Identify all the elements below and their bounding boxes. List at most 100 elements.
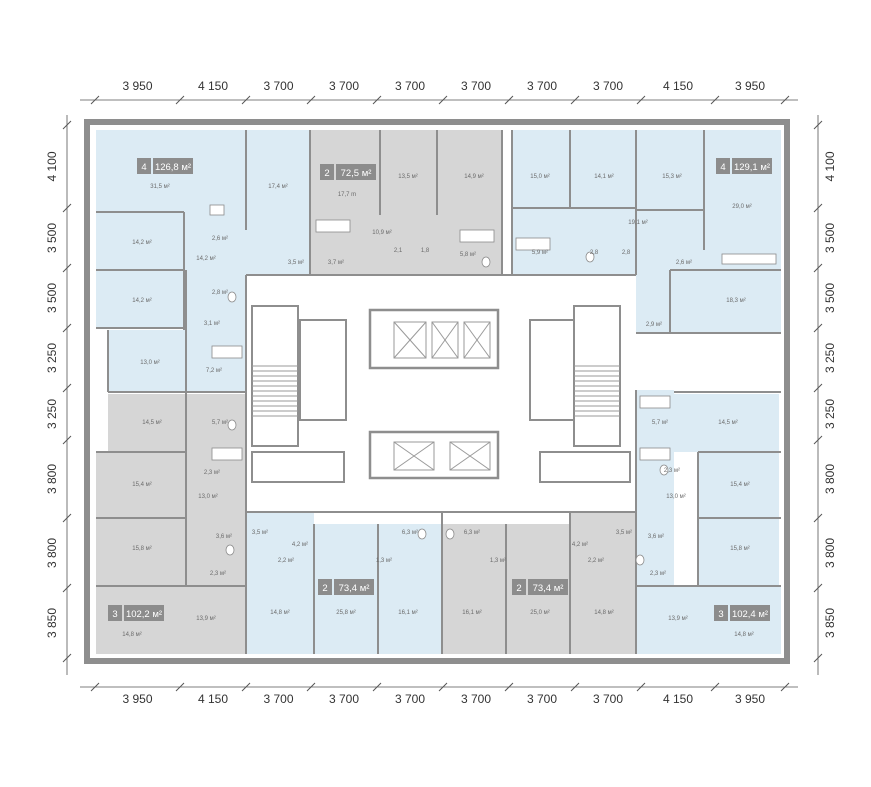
room-area-label: 13,5 м² bbox=[398, 174, 417, 180]
core-room-right bbox=[539, 451, 631, 483]
dimension-label-horizontal: 4 150 bbox=[198, 692, 228, 706]
dimension-label-vertical: 3 850 bbox=[823, 608, 837, 638]
room-area-label: 25,0 м² bbox=[530, 610, 549, 616]
room-area-label: 29,0 м² bbox=[732, 204, 751, 210]
dimension-label-vertical: 3 250 bbox=[45, 343, 59, 373]
apt-4-left-bed3 bbox=[246, 130, 310, 230]
room-area-label: 14,2 м² bbox=[132, 298, 151, 304]
apartment-area: 129,1 м² bbox=[734, 162, 770, 173]
apartment-badge: 4 129,1 м² bbox=[716, 158, 772, 174]
room-area-label: 2,3 м² bbox=[664, 468, 680, 474]
room-area-label: 3,7 м² bbox=[328, 260, 344, 266]
room-area-label: 2,3 м² bbox=[210, 571, 226, 577]
dimension-label-horizontal: 3 950 bbox=[735, 79, 765, 93]
elevator-shaft-2 bbox=[431, 321, 459, 359]
elevator-shaft-4 bbox=[393, 441, 435, 471]
room-area-label: 2,6 м² bbox=[676, 260, 692, 266]
dimension-label-vertical: 3 800 bbox=[45, 464, 59, 494]
room-area-label: 5,7 м² bbox=[652, 420, 668, 426]
apartment-area: 72,5 м² bbox=[341, 168, 372, 179]
room-area-label: 13,0 м² bbox=[198, 494, 217, 500]
dimension-label-horizontal: 3 700 bbox=[461, 79, 491, 93]
room-area-label: 15,4 м² bbox=[730, 482, 749, 488]
room-area-label: 5,7 м² bbox=[212, 420, 228, 426]
dimension-label-vertical: 3 800 bbox=[823, 464, 837, 494]
room-area-label: 13,9 м² bbox=[196, 616, 215, 622]
room-area-label: 3,5 м² bbox=[288, 260, 304, 266]
apt-bottom-gray-3 bbox=[570, 512, 636, 654]
dimension-label-horizontal: 3 700 bbox=[593, 79, 623, 93]
apartment-area: 73,4 м² bbox=[339, 583, 370, 594]
room-area-label: 15,4 м² bbox=[132, 482, 151, 488]
stair-right-landing bbox=[529, 319, 575, 421]
apt-right-room2 bbox=[698, 452, 779, 518]
room-area-label: 14,2 м² bbox=[196, 256, 215, 262]
room-area-label: 1,3 м² bbox=[490, 558, 506, 564]
room-area-label: 14,2 м² bbox=[132, 240, 151, 246]
dimension-label-horizontal: 3 700 bbox=[263, 79, 293, 93]
dimension-label-horizontal: 3 700 bbox=[395, 79, 425, 93]
dimension-label-horizontal: 3 700 bbox=[329, 692, 359, 706]
dimension-label-horizontal: 3 700 bbox=[395, 692, 425, 706]
apt-right-mid-hall bbox=[636, 390, 674, 586]
apt-bottom-gray-1 bbox=[442, 524, 506, 654]
room-area-label: 2,8 bbox=[590, 250, 599, 256]
dimension-label-horizontal: 4 150 bbox=[198, 79, 228, 93]
room-area-label: 5,8 м² bbox=[460, 252, 476, 258]
dimension-label-vertical: 3 800 bbox=[823, 538, 837, 568]
apt-3-left-room3 bbox=[96, 518, 186, 586]
room-area-label: 2,2 м² bbox=[278, 558, 294, 564]
room-area-label: 3,1 м² bbox=[204, 321, 220, 327]
dimension-label-vertical: 4 100 bbox=[45, 151, 59, 181]
dimension-label-vertical: 3 250 bbox=[823, 399, 837, 429]
dimension-label-vertical: 3 500 bbox=[45, 223, 59, 253]
room-area-label: 14,8 м² bbox=[594, 610, 613, 616]
room-area-label: 14,9 м² bbox=[464, 174, 483, 180]
room-area-label: 2,9 м² bbox=[646, 322, 662, 328]
dimension-label-horizontal: 3 700 bbox=[461, 692, 491, 706]
room-area-label: 16,1 м² bbox=[398, 610, 417, 616]
dimension-label-vertical: 3 250 bbox=[45, 399, 59, 429]
room-area-label: 3,6 м² bbox=[648, 534, 664, 540]
room-area-label: 17,4 м² bbox=[268, 184, 287, 190]
room-area-label: 15,0 м² bbox=[530, 174, 549, 180]
dimension-label-horizontal: 3 700 bbox=[593, 692, 623, 706]
room-area-label: 4,2 м² bbox=[292, 542, 308, 548]
apartment-area: 73,4 м² bbox=[533, 583, 564, 594]
dimension-label-horizontal: 4 150 bbox=[663, 692, 693, 706]
dimension-label-horizontal: 3 700 bbox=[527, 692, 557, 706]
apt-right-room3 bbox=[698, 518, 779, 586]
room-area-label: 3,5 м² bbox=[252, 530, 268, 536]
apt-2-top-gray-room2 bbox=[437, 130, 502, 215]
apt-4-right-living bbox=[704, 130, 781, 270]
room-area-label: 7,2 м² bbox=[206, 368, 222, 374]
apt-left-mid-bath bbox=[186, 270, 246, 392]
apt-3-left-room2 bbox=[96, 452, 186, 518]
apt-2-top-light-room2 bbox=[570, 130, 636, 208]
building-core bbox=[251, 305, 631, 483]
elevator-shaft-5 bbox=[449, 441, 491, 471]
dimension-label-vertical: 3 850 bbox=[45, 608, 59, 638]
room-area-label: 15,8 м² bbox=[730, 546, 749, 552]
apartment-rooms: 4 bbox=[720, 162, 725, 173]
dimension-ticks bbox=[62, 95, 823, 692]
fixtures bbox=[209, 204, 777, 566]
room-area-label: 19,1 м² bbox=[628, 220, 647, 226]
room-area-label: 13,0 м² bbox=[140, 360, 159, 366]
apartment-rooms: 4 bbox=[141, 162, 146, 173]
dimension-label-vertical: 3 800 bbox=[45, 538, 59, 568]
elevator-shaft-3 bbox=[463, 321, 491, 359]
apartment-rooms: 2 bbox=[322, 583, 327, 594]
apartment-badge: 2 73,4 м² bbox=[318, 579, 374, 595]
apt-right-mid-room bbox=[674, 394, 779, 452]
room-area-label: 14,8 м² bbox=[270, 610, 289, 616]
dimension-label-vertical: 3 500 bbox=[45, 283, 59, 313]
